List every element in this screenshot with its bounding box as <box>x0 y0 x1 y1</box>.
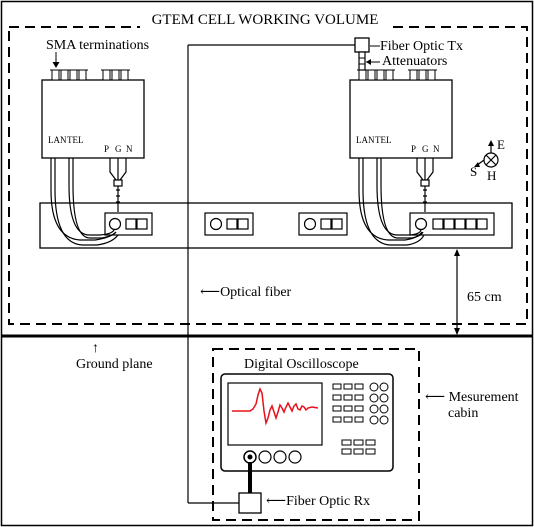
socket-group-1 <box>104 212 153 236</box>
lan-label-left: LAN <box>48 135 67 145</box>
attenuator-arrow-icon <box>366 59 371 65</box>
distance-dimension <box>454 249 460 335</box>
oscilloscope-button-grid <box>332 382 389 455</box>
tel-label-right: TEL <box>375 135 392 145</box>
fiber-optic-tx-box <box>354 37 370 53</box>
sma-arrow-icon <box>52 62 60 68</box>
ground-plane-arrow: ↑ <box>92 341 99 356</box>
gtem-working-volume-box <box>8 26 528 325</box>
fiber-optic-rx-label: ⟵Fiber Optic Rx <box>266 494 370 509</box>
sma-connectors-left <box>50 69 130 81</box>
channel-connector-2 <box>258 450 272 464</box>
optical-fiber-label: ⟵Optical fiber <box>200 285 292 300</box>
socket-group-3 <box>298 212 348 236</box>
channel-connector-3 <box>273 450 287 464</box>
ground-plane-label: Ground plane <box>76 357 153 372</box>
p-label-right: P <box>411 144 416 154</box>
fiber-optic-tx-label: Fiber Optic Tx <box>380 39 463 54</box>
tel-label-left: TEL <box>67 135 84 145</box>
oscilloscope <box>220 373 394 472</box>
attenuators-label: Attenuators <box>382 54 447 69</box>
fiber-optic-rx-box <box>238 492 262 514</box>
socket-group-2 <box>204 212 254 236</box>
axis-h-label: H <box>487 168 496 183</box>
g-label-left: G <box>115 144 122 154</box>
attenuator-stack <box>358 51 366 71</box>
title-mask <box>140 8 390 30</box>
cables-right <box>358 158 434 246</box>
sma-connectors-right <box>357 69 437 81</box>
axis-s-label: S <box>470 164 477 179</box>
n-label-left: N <box>126 144 133 154</box>
device-right: LAN TEL P G N <box>349 69 453 159</box>
measurement-cabin-label-2: cabin <box>448 406 478 421</box>
axis-e-label: E <box>497 137 505 152</box>
p-label-left: P <box>104 144 109 154</box>
n-label-right: N <box>433 144 440 154</box>
measurement-cabin-box <box>212 348 420 521</box>
cables-left <box>50 158 127 246</box>
field-axes-icon <box>474 140 499 168</box>
digital-oscilloscope-label: Digital Oscilloscope <box>244 357 359 372</box>
gtem-title: GTEM CELL WORKING VOLUME <box>152 12 379 28</box>
channel-connector-4 <box>288 450 302 464</box>
g-label-right: G <box>422 144 429 154</box>
distance-label: 65 cm <box>467 290 502 305</box>
sma-terminations-label: SMA terminations <box>46 38 149 53</box>
waveform-trace <box>232 387 319 426</box>
socket-group-4 <box>409 212 495 236</box>
lan-label-right: LAN <box>356 135 375 145</box>
measurement-cabin-label-1: ⟵ Mesurement <box>425 390 519 405</box>
device-left: LAN TEL P G N <box>41 69 145 159</box>
